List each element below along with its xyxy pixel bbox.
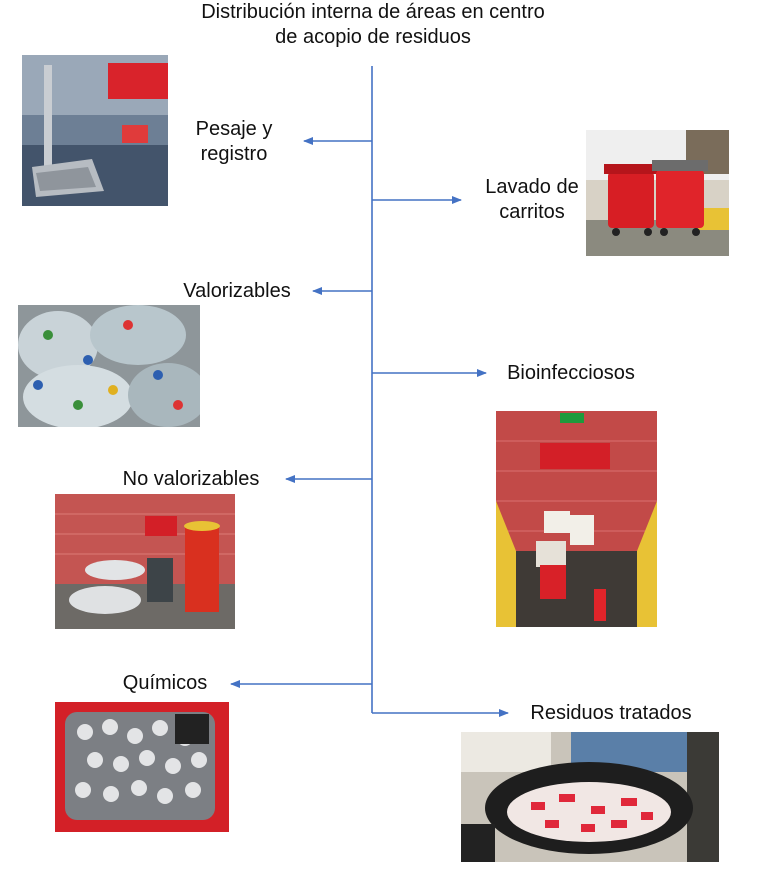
- photo-chemical-waste: [55, 702, 229, 832]
- label-no-valorizables: No valorizables: [122, 468, 260, 490]
- photo-scale-weighing: [22, 55, 168, 206]
- label-valorizables: Valorizables: [183, 280, 291, 302]
- label-pesaje: Pesaje y registro: [195, 118, 273, 165]
- photo-biohazard-area: [496, 411, 657, 627]
- diagram-title: Distribución interna de áreas en centro …: [201, 1, 545, 48]
- label-lavado: Lavado de carritos: [485, 176, 579, 223]
- photo-non-recyclable-bins: [55, 494, 235, 629]
- label-quimicos: Químicos: [122, 672, 208, 694]
- photo-treated-waste: [461, 732, 719, 862]
- photo-cart-washing: [586, 130, 729, 256]
- label-tratados: Residuos tratados: [530, 702, 692, 724]
- label-bioinfecciosos: Bioinfecciosos: [507, 362, 635, 384]
- photo-recyclable-bottles: [18, 305, 200, 427]
